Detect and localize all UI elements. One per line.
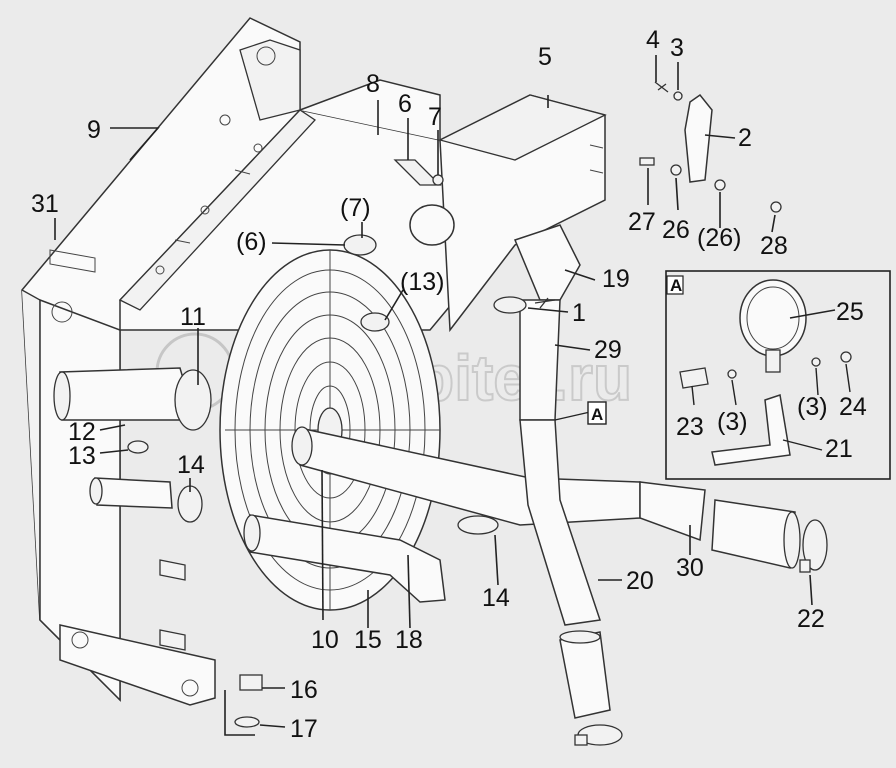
callout-22: 22 [797, 605, 825, 633]
callout-31: 31 [31, 190, 59, 218]
callout-16: 16 [290, 676, 318, 704]
callout-30: 30 [676, 554, 704, 582]
callout-28: 28 [760, 232, 788, 260]
callout-14-lower: 14 [482, 584, 510, 612]
callout-20: 20 [626, 567, 654, 595]
callout-15: 15 [354, 626, 382, 654]
clamps [127, 234, 828, 746]
callout-3-ref-b: (3) [797, 393, 828, 421]
callout-12: 12 [68, 418, 96, 446]
callout-11: 11 [180, 303, 206, 331]
callout-2: 2 [738, 124, 752, 152]
detail-view-tag: A [670, 276, 682, 295]
charge-air-cooler [438, 94, 607, 333]
callout-14-upper: 14 [177, 451, 205, 479]
callout-17: 17 [290, 715, 318, 743]
callout-18: 18 [395, 626, 423, 654]
callout-26: 26 [662, 216, 690, 244]
hoses [53, 224, 801, 719]
callout-6-ref: (6) [236, 228, 267, 256]
callout-7-ref: (7) [340, 194, 371, 222]
callout-29: 29 [594, 336, 622, 364]
callout-24: 24 [839, 393, 867, 421]
callout-25: 25 [836, 298, 864, 326]
callout-4: 4 [646, 26, 660, 54]
callout-21: 21 [825, 435, 853, 463]
callout-8: 8 [366, 70, 380, 98]
callout-a-marker: A [554, 401, 607, 425]
callout-13-ref: (13) [400, 268, 444, 296]
callout-3-ref-a: (3) [717, 408, 748, 436]
callout-labels: 9 8 6 7 5 4 3 2 27 26 (26) 28 31 (7) (6)… [31, 26, 867, 743]
callout-23: 23 [676, 413, 704, 441]
callout-26-ref: (26) [697, 224, 741, 252]
callout-7: 7 [428, 103, 442, 131]
callout-19: 19 [602, 265, 630, 293]
callout-10: 10 [311, 626, 339, 654]
leader-lines [54, 55, 813, 736]
detail-view-a: A [665, 270, 891, 480]
callout-3: 3 [670, 34, 684, 62]
callout-9: 9 [87, 116, 101, 144]
callout-a-label: A [591, 405, 603, 424]
callout-5: 5 [538, 43, 552, 71]
callout-1: 1 [572, 299, 586, 327]
callout-6: 6 [398, 90, 412, 118]
hardware [159, 81, 782, 728]
callout-27: 27 [628, 208, 656, 236]
callout-13: 13 [68, 442, 96, 470]
